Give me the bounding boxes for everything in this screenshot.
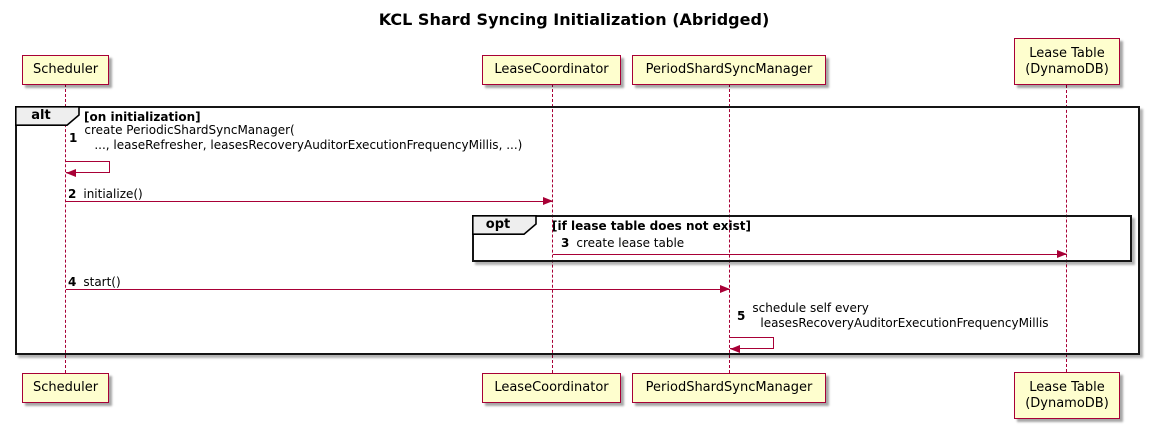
message-text: initialize() bbox=[83, 187, 143, 201]
lifeline-leasetable bbox=[1066, 85, 1067, 372]
participant-leasetable-bottom: Lease Table (DynamoDB) bbox=[1014, 372, 1120, 419]
alt-keyword: alt bbox=[31, 108, 51, 123]
message-3-label: 3 create lease table bbox=[561, 236, 684, 251]
opt-frame: opt [if lease table does not exist] bbox=[472, 215, 1132, 262]
opt-guard: [if lease table does not exist] bbox=[552, 219, 752, 233]
message-5-self-arrow bbox=[730, 337, 774, 349]
message-text: create PeriodicShardSyncManager( ..., le… bbox=[84, 123, 523, 152]
diagram-title: KCL Shard Syncing Initialization (Abridg… bbox=[378, 10, 770, 29]
participant-label: LeaseCoordinator bbox=[494, 62, 609, 77]
message-1-self-arrow bbox=[66, 161, 110, 173]
participant-leasecoordinator-top: LeaseCoordinator bbox=[482, 55, 621, 85]
lifeline-periodshardsyncmanager bbox=[729, 84, 730, 373]
message-5-label: 5 schedule self every leasesRecoveryAudi… bbox=[737, 301, 1049, 331]
participant-label: PeriodShardSyncManager bbox=[645, 380, 813, 395]
message-2-label: 2 initialize() bbox=[68, 187, 143, 202]
participant-label: PeriodShardSyncManager bbox=[645, 62, 813, 77]
message-number: 2 bbox=[68, 187, 77, 201]
participant-leasetable-top: Lease Table (DynamoDB) bbox=[1014, 38, 1120, 85]
message-4-line bbox=[66, 289, 730, 290]
participant-label: Scheduler bbox=[32, 380, 99, 395]
message-number: 3 bbox=[561, 236, 570, 250]
message-text: schedule self every leasesRecoveryAudito… bbox=[752, 301, 1049, 330]
participant-label: LeaseCoordinator bbox=[494, 380, 609, 395]
message-2-line bbox=[66, 201, 553, 202]
participant-periodshardsyncmanager-top: PeriodShardSyncManager bbox=[632, 55, 826, 85]
message-3-arrowhead bbox=[1057, 250, 1067, 258]
participant-label-line2: (DynamoDB) bbox=[1025, 395, 1109, 411]
participant-leasecoordinator-bottom: LeaseCoordinator bbox=[482, 373, 621, 403]
participant-scheduler-top: Scheduler bbox=[22, 55, 109, 85]
participant-scheduler-bottom: Scheduler bbox=[22, 373, 109, 403]
message-5-arrowhead bbox=[730, 345, 740, 353]
pentagon-shape bbox=[15, 106, 80, 126]
participant-label-line2: (DynamoDB) bbox=[1025, 61, 1109, 77]
message-4-label: 4 start() bbox=[68, 275, 121, 290]
opt-frame-pentagon: opt bbox=[472, 215, 538, 235]
message-text: create lease table bbox=[576, 236, 685, 250]
participant-periodshardsyncmanager-bottom: PeriodShardSyncManager bbox=[632, 373, 826, 403]
message-text: start() bbox=[83, 275, 121, 289]
lifeline-leasecoordinator bbox=[552, 84, 553, 373]
participant-label: Lease Table bbox=[1029, 379, 1105, 395]
alt-frame: alt [on initialization] bbox=[15, 106, 1140, 355]
message-number: 1 bbox=[69, 130, 78, 145]
participant-label: Scheduler bbox=[32, 62, 99, 77]
message-4-arrowhead bbox=[720, 285, 730, 293]
message-1-label: 1 create PeriodicShardSyncManager( ..., … bbox=[69, 123, 522, 153]
alt-frame-pentagon: alt bbox=[15, 106, 81, 126]
message-number: 4 bbox=[68, 275, 77, 289]
participant-label: Lease Table bbox=[1029, 45, 1105, 61]
message-2-arrowhead bbox=[543, 197, 553, 205]
alt-guard: [on initialization] bbox=[84, 110, 201, 124]
message-1-arrowhead bbox=[66, 169, 76, 177]
opt-keyword: opt bbox=[485, 217, 511, 232]
pentagon-shape bbox=[472, 215, 537, 235]
message-number: 5 bbox=[737, 308, 746, 323]
message-3-line bbox=[553, 254, 1067, 255]
lifeline-scheduler bbox=[65, 84, 66, 373]
